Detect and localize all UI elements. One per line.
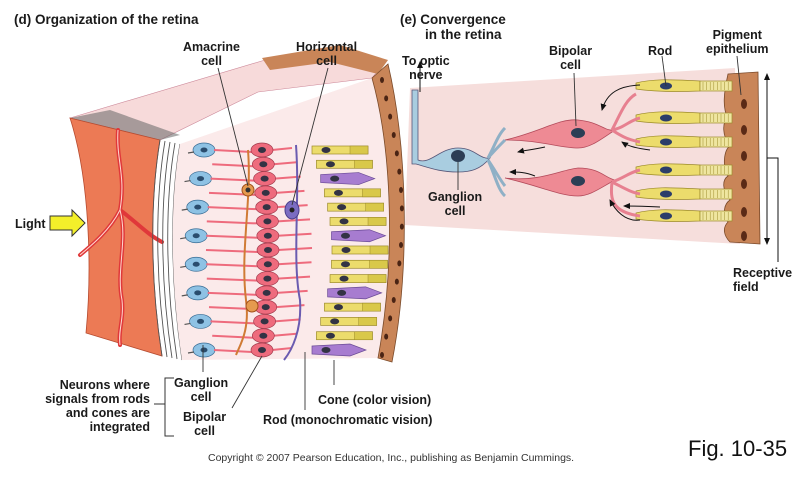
receptive-field-label: Receptive field	[733, 266, 793, 294]
ganglion-cell-label-d: Ganglion cell	[174, 376, 229, 404]
cone-photoreceptor	[331, 229, 387, 243]
copyright-notice: Copyright © 2007 Pearson Education, Inc.…	[208, 452, 575, 464]
nerve-fiber-dots-top	[70, 110, 180, 140]
cone-photoreceptor	[327, 286, 383, 300]
choroid-face	[69, 117, 163, 357]
bipolar-cell-label-d: Bipolar cell	[183, 410, 227, 438]
figure-number: Fig. 10-35	[688, 436, 788, 461]
horizontal-cell-label: Horizontal cell	[296, 40, 358, 68]
retina-neurons	[180, 142, 389, 358]
pigment-nucleus	[741, 125, 747, 135]
rod-outer-segment	[699, 188, 733, 200]
panel-e-title: (e) Convergence in the retina	[400, 12, 506, 42]
cone-label: Cone (color vision)	[318, 393, 432, 407]
cone-photoreceptor	[311, 343, 367, 357]
panel-e-artwork	[405, 55, 779, 262]
bipolar-cell-label-e: Bipolar cell	[549, 44, 593, 72]
to-optic-nerve-label: To optic nerve	[402, 54, 450, 82]
light-label: Light	[15, 217, 46, 231]
rod-outer-segment	[699, 136, 733, 148]
light-arrow-icon	[49, 208, 86, 238]
horizontal-process	[283, 144, 302, 361]
amacrine-cell-label: Amacrine cell	[183, 40, 240, 68]
pigment-epithelium-d	[371, 63, 405, 363]
rod-outer-segment	[699, 112, 733, 124]
rod-nucleus	[660, 138, 672, 146]
pigment-nuclei	[380, 77, 404, 358]
integration-bracket	[154, 377, 174, 437]
amacrine-cell-body-2	[245, 299, 259, 313]
pigment-nucleus	[741, 99, 747, 109]
rod-label-d: Rod (monochromatic vision)	[263, 413, 433, 427]
rods-e	[635, 79, 733, 222]
rod-outer-segment	[699, 80, 733, 92]
cone-photoreceptor	[320, 172, 376, 185]
rod-outer-segment	[699, 164, 733, 176]
pigment-top-strip	[262, 45, 388, 74]
ganglion-cell-e	[411, 89, 492, 173]
pigment-nucleus	[741, 179, 747, 189]
rod-nucleus	[660, 190, 672, 198]
panel-d-title: (d) Organization of the retina	[14, 12, 199, 27]
rod-nucleus	[660, 114, 672, 122]
pigment-nucleus	[741, 151, 747, 161]
neurons-integrated-label: Neurons where signals from rods and cone…	[45, 378, 150, 434]
rod-nucleus	[660, 212, 672, 220]
ganglion-cell-label-e: Ganglion cell	[428, 190, 483, 218]
pigment-nucleus	[741, 231, 747, 241]
pigment-epithelium-label: Pigment epithelium	[706, 28, 769, 56]
pigment-nucleus	[741, 207, 747, 217]
rod-label-e: Rod	[648, 44, 673, 58]
panel-d-artwork	[49, 45, 405, 437]
rod-outer-segment	[699, 210, 733, 222]
pigment-nuclei-e	[741, 99, 747, 241]
rod-nucleus	[660, 166, 672, 174]
